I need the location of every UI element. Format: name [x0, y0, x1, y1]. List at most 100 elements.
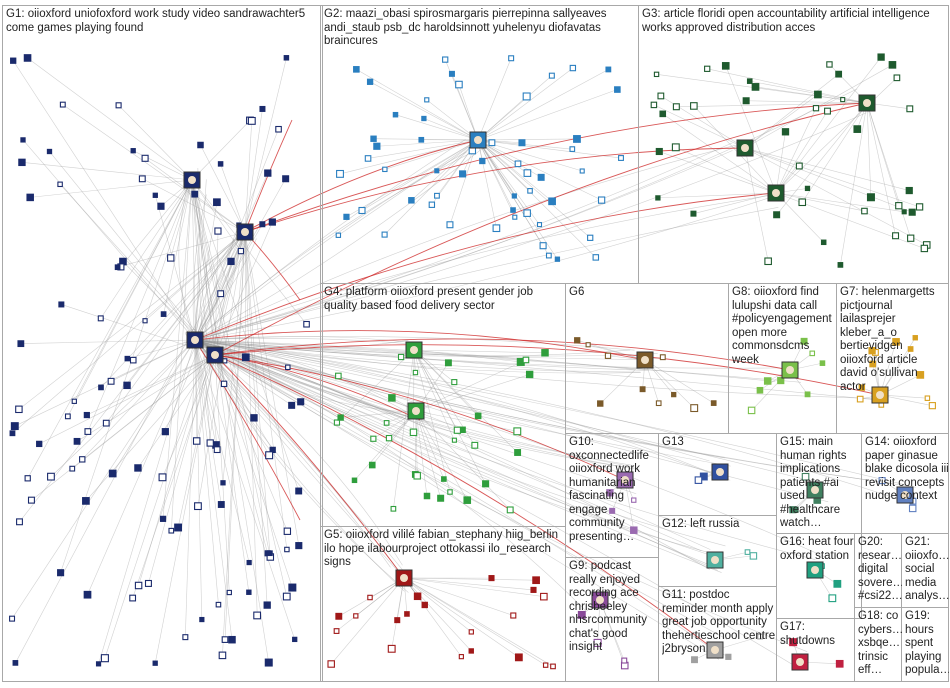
- network-node[interactable]: [757, 633, 763, 640]
- network-node[interactable]: [413, 472, 421, 480]
- network-node[interactable]: [548, 197, 556, 206]
- network-node[interactable]: [46, 148, 53, 155]
- network-node[interactable]: [157, 202, 165, 210]
- network-node[interactable]: [901, 209, 907, 215]
- network-node[interactable]: [59, 101, 66, 108]
- network-node[interactable]: [751, 83, 760, 91]
- network-node[interactable]: [895, 202, 903, 210]
- network-node[interactable]: [84, 428, 92, 435]
- network-node[interactable]: [192, 437, 201, 445]
- network-node[interactable]: [218, 651, 227, 660]
- network-node[interactable]: [605, 66, 612, 73]
- network-node[interactable]: [471, 441, 479, 449]
- network-node[interactable]: [351, 477, 358, 484]
- network-node[interactable]: [514, 449, 522, 456]
- network-node[interactable]: [451, 437, 457, 443]
- network-node[interactable]: [383, 420, 390, 426]
- network-node[interactable]: [532, 576, 540, 585]
- network-node[interactable]: [217, 501, 225, 508]
- network-node[interactable]: [381, 231, 388, 238]
- network-node[interactable]: [413, 592, 422, 601]
- network-node[interactable]: [912, 335, 918, 341]
- network-node[interactable]: [447, 489, 453, 495]
- network-node[interactable]: [82, 497, 90, 505]
- network-node[interactable]: [621, 657, 628, 664]
- network-node[interactable]: [488, 575, 495, 582]
- network-node[interactable]: [630, 526, 638, 534]
- network-node[interactable]: [540, 592, 548, 601]
- network-node[interactable]: [814, 90, 822, 99]
- network-node[interactable]: [12, 660, 19, 666]
- network-node[interactable]: [423, 492, 431, 500]
- network-node[interactable]: [833, 579, 842, 588]
- network-node[interactable]: [451, 379, 458, 386]
- network-node[interactable]: [264, 658, 273, 667]
- network-node[interactable]: [631, 497, 637, 503]
- network-node[interactable]: [747, 406, 756, 415]
- network-node[interactable]: [861, 207, 868, 215]
- network-node[interactable]: [10, 422, 19, 431]
- network-node[interactable]: [246, 589, 252, 595]
- network-node[interactable]: [837, 262, 844, 268]
- network-node[interactable]: [373, 142, 381, 150]
- network-node[interactable]: [522, 356, 530, 364]
- network-node[interactable]: [259, 105, 266, 112]
- network-node[interactable]: [161, 428, 169, 436]
- network-node[interactable]: [73, 437, 81, 445]
- network-node[interactable]: [853, 125, 862, 133]
- network-node[interactable]: [333, 628, 340, 634]
- network-node[interactable]: [428, 201, 436, 208]
- network-node[interactable]: [444, 359, 452, 367]
- network-node[interactable]: [618, 155, 624, 161]
- network-node[interactable]: [792, 506, 799, 513]
- network-node[interactable]: [15, 405, 23, 414]
- network-node[interactable]: [448, 70, 455, 77]
- network-node[interactable]: [292, 636, 298, 643]
- network-node[interactable]: [442, 56, 449, 63]
- network-node[interactable]: [655, 147, 663, 156]
- network-node[interactable]: [690, 404, 699, 413]
- network-node[interactable]: [746, 78, 753, 84]
- network-node[interactable]: [468, 629, 474, 635]
- network-node[interactable]: [905, 186, 913, 195]
- network-node[interactable]: [795, 162, 803, 170]
- network-node[interactable]: [160, 311, 167, 317]
- network-node[interactable]: [655, 195, 661, 201]
- network-node[interactable]: [694, 476, 703, 484]
- network-node[interactable]: [58, 301, 65, 308]
- network-node[interactable]: [604, 352, 612, 359]
- network-node[interactable]: [69, 465, 76, 472]
- network-node[interactable]: [282, 175, 290, 183]
- network-node[interactable]: [835, 70, 843, 78]
- network-node[interactable]: [129, 594, 137, 602]
- network-node[interactable]: [511, 193, 517, 199]
- network-node[interactable]: [541, 349, 549, 357]
- network-node[interactable]: [368, 461, 376, 469]
- network-node[interactable]: [159, 515, 167, 522]
- network-node[interactable]: [335, 372, 342, 380]
- network-node[interactable]: [102, 419, 110, 427]
- network-node[interactable]: [412, 369, 419, 376]
- network-node[interactable]: [453, 426, 461, 434]
- network-node[interactable]: [23, 54, 32, 62]
- network-node[interactable]: [206, 439, 214, 447]
- network-node[interactable]: [220, 480, 226, 486]
- network-node[interactable]: [463, 496, 472, 504]
- network-node[interactable]: [523, 169, 532, 177]
- network-node[interactable]: [333, 419, 341, 426]
- network-node[interactable]: [725, 653, 732, 660]
- network-node[interactable]: [409, 428, 418, 437]
- network-node[interactable]: [36, 440, 43, 448]
- network-node[interactable]: [804, 185, 811, 192]
- network-node[interactable]: [482, 480, 490, 488]
- network-node[interactable]: [916, 371, 925, 379]
- network-node[interactable]: [908, 504, 917, 513]
- network-node[interactable]: [168, 527, 175, 534]
- network-node[interactable]: [16, 518, 23, 526]
- network-node[interactable]: [370, 135, 377, 142]
- network-node[interactable]: [123, 381, 131, 390]
- network-node[interactable]: [514, 160, 522, 168]
- network-node[interactable]: [545, 252, 552, 259]
- network-node[interactable]: [539, 242, 547, 250]
- network-node[interactable]: [385, 434, 393, 442]
